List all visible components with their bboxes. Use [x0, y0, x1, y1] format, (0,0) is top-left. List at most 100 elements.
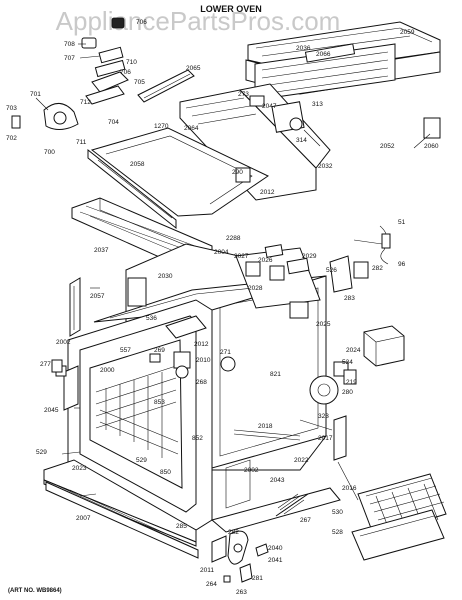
part-label: 529 — [136, 457, 147, 464]
part-label: 526 — [326, 267, 337, 274]
part-label: 219 — [346, 379, 357, 386]
part-label: 282 — [228, 529, 239, 536]
part-label: 314 — [296, 137, 307, 144]
part-labels: 708 706 707 710 706 705 703 701 712 704 … — [6, 19, 439, 596]
part-label: 2040 — [268, 545, 283, 552]
part-label: 536 — [146, 315, 157, 322]
part-label: 2060 — [424, 143, 439, 150]
part-label: 528 — [332, 529, 343, 536]
part-label: 530 — [332, 509, 343, 516]
part-label: 323 — [318, 413, 329, 420]
part-label: 2047 — [262, 103, 277, 110]
watermark-text: AppliancePartsPros.com — [56, 6, 341, 36]
part-label: 2012 — [194, 341, 209, 348]
part-label: 2004 — [214, 249, 229, 256]
part-label: 264 — [206, 581, 217, 588]
part-label: 271 — [220, 349, 231, 356]
part-label: 280 — [342, 389, 353, 396]
part-label: 2043 — [270, 477, 285, 484]
part-label: 2029 — [302, 253, 317, 260]
part-label: 701 — [30, 91, 41, 98]
part-label: 524 — [342, 359, 353, 366]
part-label: 2017 — [318, 435, 333, 442]
part-label: 290 — [232, 169, 243, 176]
part-label: 852 — [192, 435, 203, 442]
part-label: 268 — [196, 379, 207, 386]
part-label: 2036 — [296, 45, 311, 52]
part-label: 285 — [176, 523, 187, 530]
part-label: 706 — [136, 19, 147, 26]
part-label: 2018 — [258, 423, 273, 430]
part-label: 277 — [40, 361, 51, 368]
part-label: 2037 — [94, 247, 109, 254]
top-panel-assembly — [245, 21, 441, 139]
part-label: 2002 — [244, 467, 259, 474]
part-label: 2026 — [258, 257, 273, 264]
part-label: 273 — [238, 91, 249, 98]
part-label: 2065 — [186, 65, 201, 72]
part-label: 2288 — [226, 235, 241, 242]
part-label: 707 — [64, 55, 75, 62]
upper-left-parts — [11, 17, 129, 130]
art-number: (ART NO. WB9864) — [8, 588, 62, 594]
right-side-parts — [309, 225, 405, 405]
part-label: 2000 — [100, 367, 115, 374]
part-label: 710 — [126, 59, 137, 66]
part-label: 2027 — [234, 253, 249, 260]
left-bracket — [51, 277, 81, 373]
part-label: 281 — [252, 575, 263, 582]
part-label: 711 — [76, 139, 87, 146]
part-label: 2012 — [260, 189, 275, 196]
upper-body-parts — [127, 244, 321, 319]
hinge-parts — [211, 530, 269, 583]
part-label: 2024 — [346, 347, 361, 354]
part-label: 51 — [398, 219, 406, 226]
part-label: 96 — [398, 261, 406, 268]
part-label: 2011 — [200, 567, 214, 574]
part-label: 1270 — [154, 123, 169, 130]
part-label: 712 — [80, 99, 91, 106]
insulation-shelf — [87, 127, 270, 230]
part-label: 2022 — [294, 457, 309, 464]
part-label: 703 — [6, 105, 17, 112]
spring — [275, 493, 309, 517]
part-label: 850 — [160, 469, 171, 476]
part-label: 2032 — [318, 163, 333, 170]
part-label: 282 — [372, 265, 383, 272]
part-label: 2030 — [158, 273, 173, 280]
part-label: 2028 — [248, 285, 263, 292]
part-label: 313 — [312, 101, 323, 108]
part-label: 702 — [6, 135, 17, 142]
leader-lines — [61, 43, 431, 497]
part-label: 2041 — [268, 557, 283, 564]
part-label: 706 — [120, 69, 131, 76]
part-label: 269 — [154, 347, 165, 354]
part-label: 2025 — [316, 321, 331, 328]
part-label: 2058 — [130, 161, 145, 168]
broiler-parts — [333, 415, 447, 561]
part-label: 853 — [154, 399, 165, 406]
part-label: 2002 — [56, 339, 71, 346]
part-label: 529 — [36, 449, 47, 456]
part-label: 2052 — [380, 143, 395, 150]
side-rail — [137, 69, 195, 103]
part-label: 283 — [344, 295, 355, 302]
part-label: 2023 — [72, 465, 87, 472]
part-label: 557 — [120, 347, 131, 354]
part-label: 704 — [108, 119, 119, 126]
part-label: 2007 — [76, 515, 91, 522]
part-label: 2057 — [90, 293, 105, 300]
part-label: 2059 — [400, 29, 415, 36]
part-label: 2016 — [342, 485, 357, 492]
part-label: 2045 — [44, 407, 59, 414]
part-label: 2010 — [196, 357, 211, 364]
bottom-trim — [45, 481, 199, 559]
part-label: 267 — [300, 517, 311, 524]
part-label: 263 — [236, 589, 247, 596]
diagram-title: LOWER OVEN — [200, 4, 262, 14]
part-label: 708 — [64, 41, 75, 48]
control-housing — [179, 83, 331, 201]
part-label: 705 — [134, 79, 145, 86]
part-label: 2066 — [316, 51, 331, 58]
